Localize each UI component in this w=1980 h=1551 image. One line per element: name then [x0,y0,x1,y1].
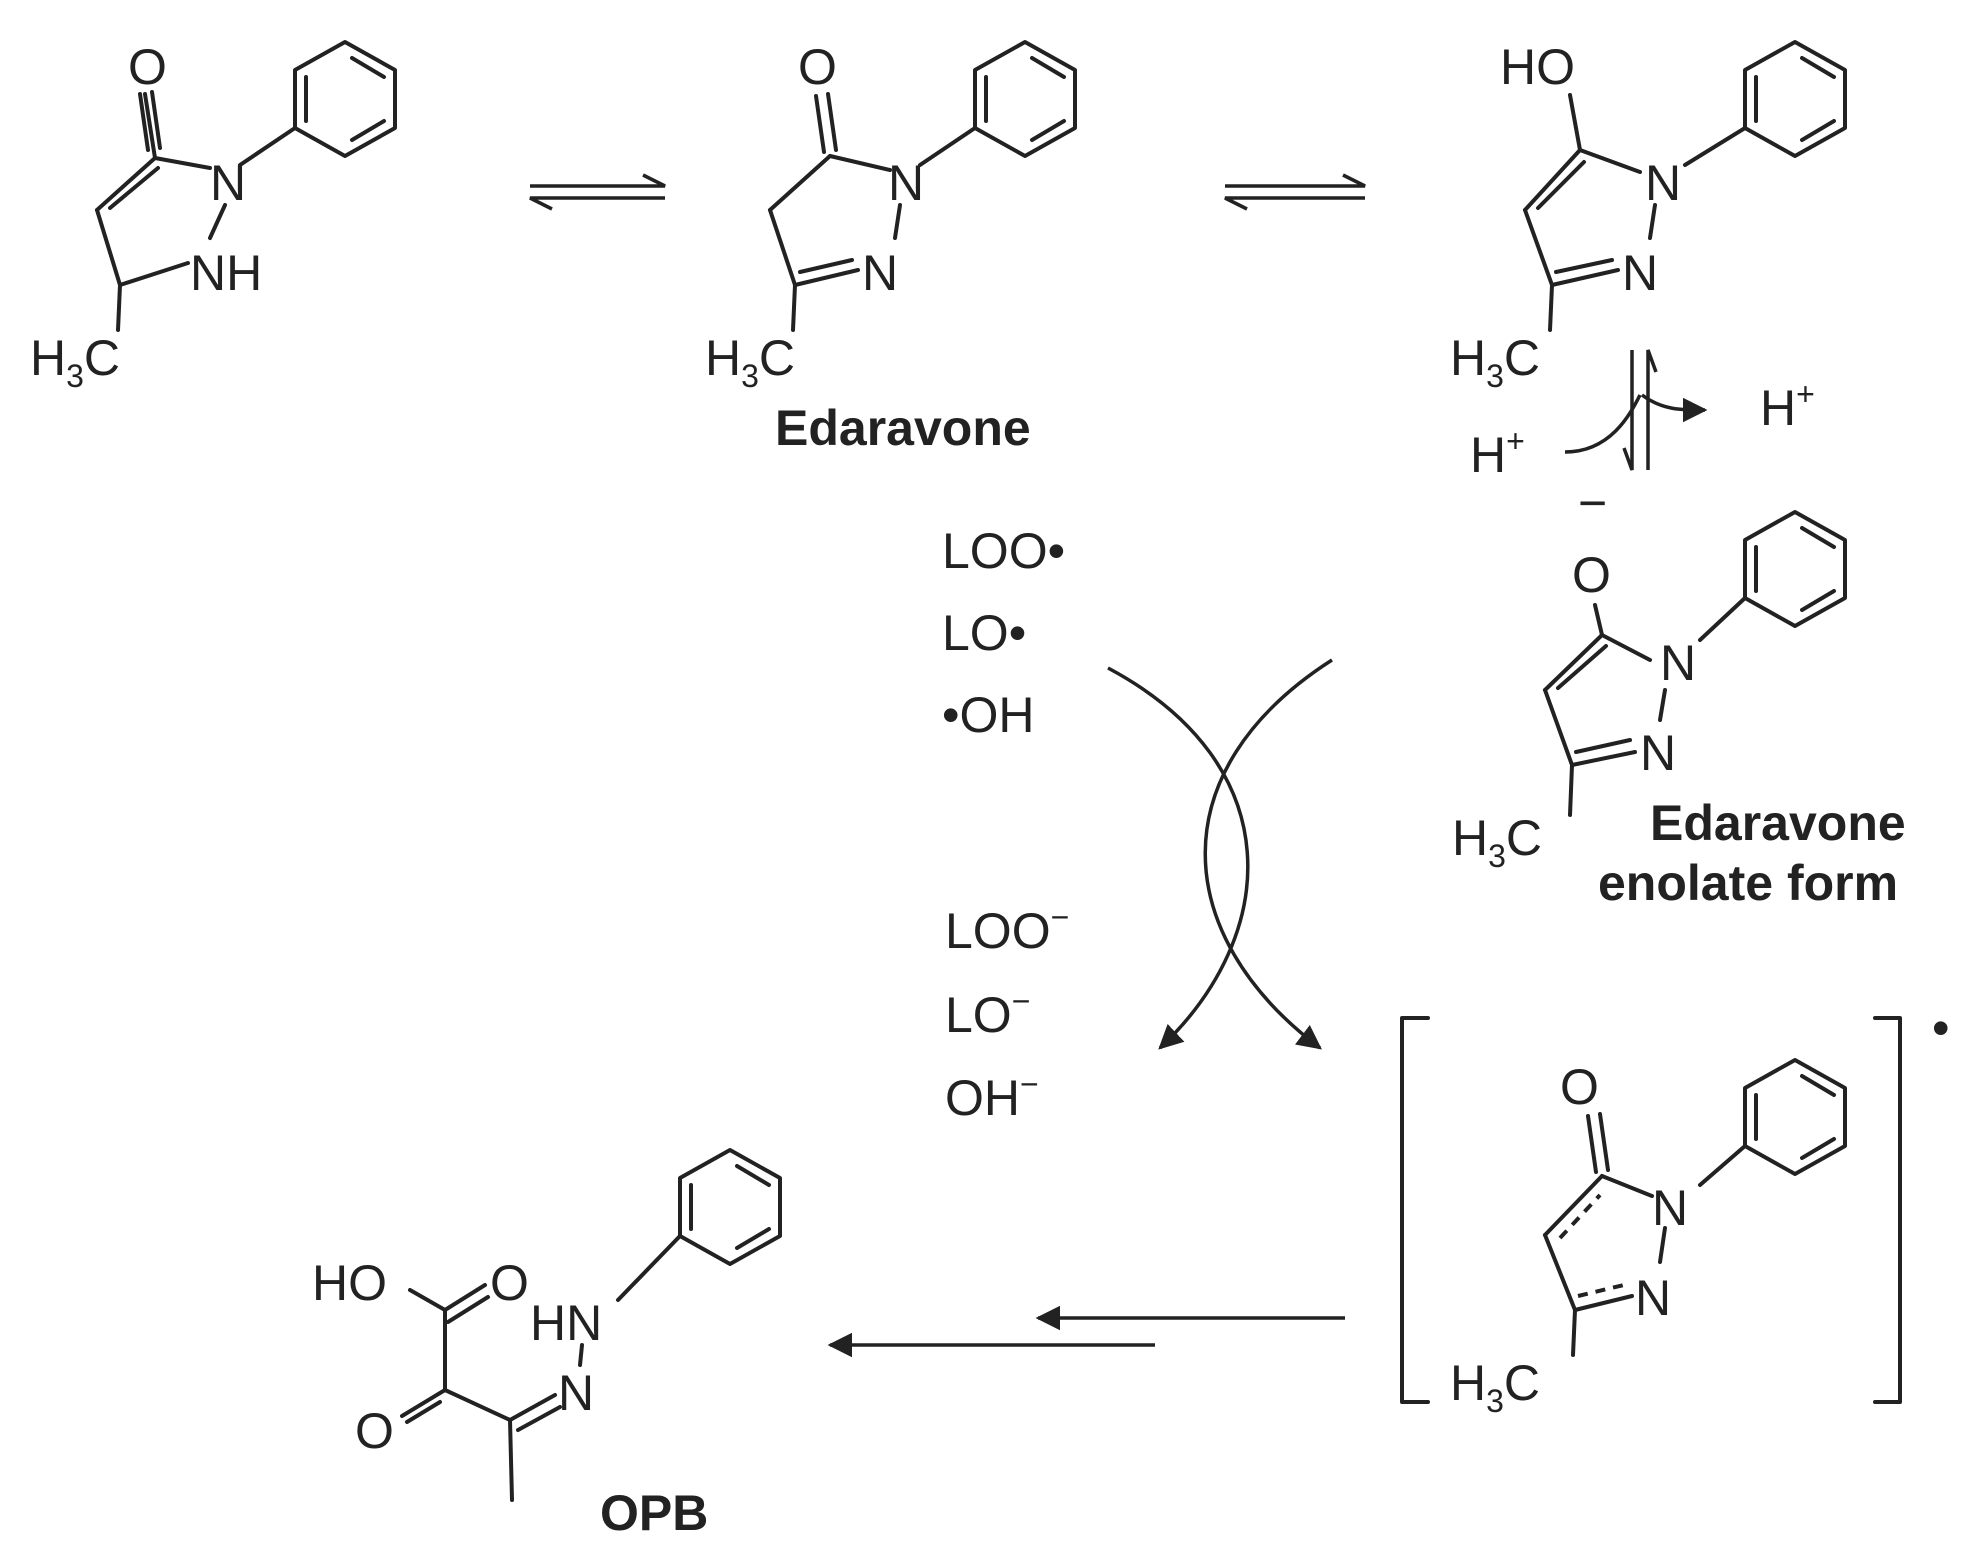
pyrazolone-ring [1543,1112,1747,1357]
compound-label-edaravone: Edaravone [775,400,1031,456]
radical-species-list: LOO• LO• •OH [942,523,1065,743]
enolate-to-radical-arrow [1203,658,1333,1050]
methyl-group: H3C [1450,1355,1540,1419]
hydroxyl-group: HO [312,1255,387,1311]
radical-lo: LO• [942,605,1026,661]
opb-backbone [400,1234,682,1502]
left-bracket [1400,1016,1430,1404]
compound-edaravone-radical: • O N N H3C [1400,1000,1950,1419]
atom-nitrogen-1: N [1645,155,1681,211]
atom-oxygen-anion: O [1572,547,1611,603]
proton-in-arrow [1564,394,1642,454]
compound-opb: HO O HN N O OPB [312,1148,782,1541]
anion-species-list: LOO− LO− OH− [945,899,1069,1126]
proton-out-arrow [1640,393,1708,423]
atom-keto-oxygen: O [355,1403,394,1459]
atom-nh: NH [190,245,262,301]
compound-edaravone-enolate: O − N N H3C Edaravone enolate form [1452,475,1906,911]
atom-oxygen: O [1560,1059,1599,1115]
proton-in: H+ [1470,423,1525,483]
compound-label-enolate-line2: enolate form [1598,855,1898,911]
atom-nitrogen-2: N [1635,1270,1671,1326]
equilibrium-arrow-2 [1224,173,1366,211]
anion-oh: OH− [945,1066,1039,1126]
anion-lo: LO− [945,983,1030,1043]
phenyl-ring [293,40,397,158]
compound-label-enolate-line1: Edaravone [1650,795,1906,851]
phenyl-ring [1743,40,1847,158]
phenyl-ring [1743,1058,1847,1176]
atom-nitrogen-1: N [1660,635,1696,691]
atom-nitrogen-1: N [888,155,924,211]
atom-nitrogen-2: N [1622,245,1658,301]
pyrazolone-ring [768,92,977,332]
phenyl-ring [678,1148,782,1266]
compound-edaravone: O N N H3C Edaravone [705,39,1077,456]
pyrazole-ring [1543,596,1747,817]
anion-loo: LOO− [945,899,1069,959]
atom-nitrogen-2: N [1640,725,1676,781]
atom-nitrogen-2: N [862,245,898,301]
phenyl-ring [973,40,1077,158]
right-bracket [1873,1016,1902,1404]
methyl-group: H3C [705,330,795,394]
proton-out: H+ [1760,376,1815,436]
methyl-group: H3C [1450,330,1540,394]
multistep-arrow [827,1305,1345,1358]
compound-label-opb: OPB [600,1485,708,1541]
negative-charge: − [1578,475,1607,531]
atom-nitrogen-1: N [210,155,246,211]
radical-to-anion-arrow [1107,666,1250,1050]
methyl-group: H3C [1452,810,1542,874]
atom-acid-oxygen: O [490,1255,529,1311]
hydroxyl-group: HO [1500,39,1575,95]
atom-nitrogen-1: N [1652,1180,1688,1236]
atom-oxygen: O [798,39,837,95]
hydrazone-nh: HN [530,1295,602,1351]
crossing-arrows [1107,658,1333,1050]
radical-loo: LOO• [942,523,1065,579]
atom-oxygen: O [128,39,167,95]
compound-keto-nh-tautomer: O N NH H3C [30,39,397,394]
atom-nitrogen: N [558,1365,594,1421]
radical-dot: • [1932,1000,1950,1056]
methyl-group: H3C [30,330,120,394]
pyrazolone-ring [95,90,297,332]
phenyl-ring [1743,510,1847,628]
pyrazole-ring [1523,93,1747,332]
compound-enol-tautomer: HO N N H3C [1450,39,1847,394]
radical-oh: •OH [942,687,1035,743]
equilibrium-arrow-1 [529,173,666,211]
